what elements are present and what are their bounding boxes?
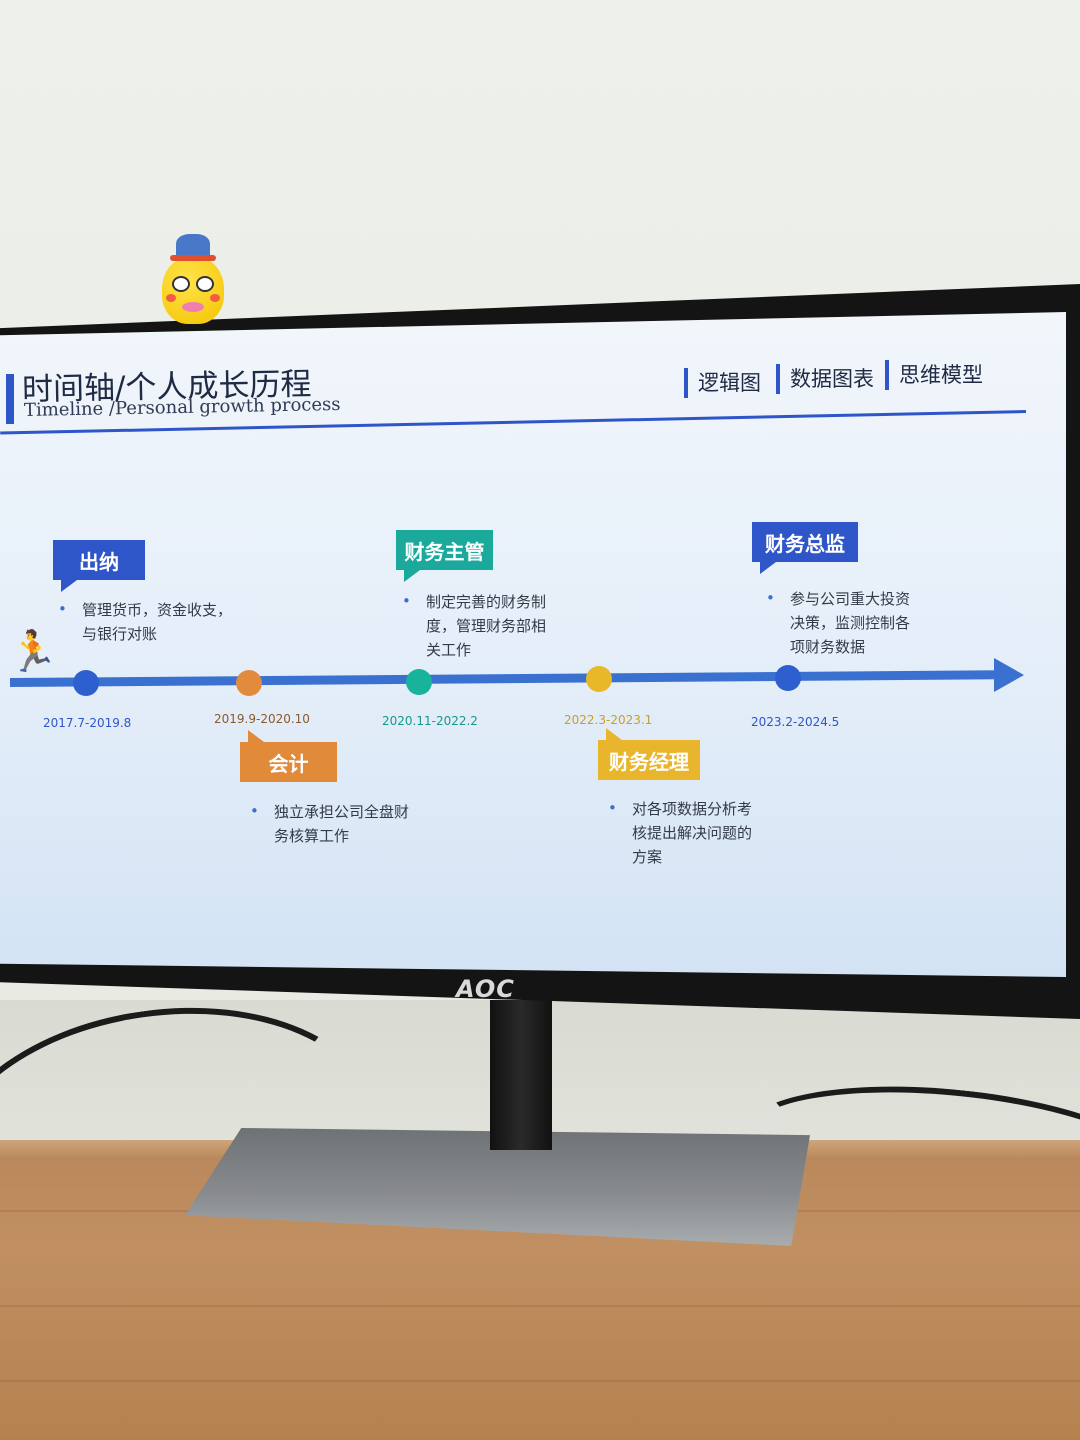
toy-cheek-left xyxy=(166,294,176,302)
toy-mouth xyxy=(182,302,204,312)
milestone-date: 2020.11-2022.2 xyxy=(382,714,478,728)
tag-data-chart: 数据图表 xyxy=(776,364,874,394)
monitor-screen: 时间轴/个人成长历程 Timeline /Personal growth pro… xyxy=(0,312,1066,977)
milestone-date: 2019.9-2020.10 xyxy=(214,712,310,726)
milestone-title-box: 财务总监 xyxy=(752,522,858,574)
toy-hat xyxy=(170,234,216,261)
description-line: 度，管理财务部相 xyxy=(426,617,547,635)
bullet-icon: • xyxy=(608,799,617,817)
description-line: 对各项数据分析考 xyxy=(632,800,753,818)
milestone-dot xyxy=(73,670,99,696)
runner-icon: 🏃 xyxy=(8,629,58,675)
milestone-dot xyxy=(775,665,801,691)
toy-eye-right xyxy=(196,276,214,292)
bullet-icon: • xyxy=(58,600,67,618)
milestone-title-box: 出纳 xyxy=(53,540,145,592)
description-line: 与银行对账 xyxy=(82,625,158,643)
bullet-icon: • xyxy=(766,589,775,607)
timeline-axis xyxy=(9,670,999,687)
milestone-dot xyxy=(236,670,262,696)
milestone-title-box: 会计 xyxy=(240,730,337,782)
toy-cheek-right xyxy=(210,294,220,302)
monitor-brand-logo: AOC xyxy=(456,975,515,1003)
milestone-date: 2023.2-2024.5 xyxy=(751,715,840,729)
bullet-icon: • xyxy=(250,802,259,820)
tag-logic-diagram: 逻辑图 xyxy=(684,368,761,398)
milestone-description: • 管理货币，资金收支， 与银行对账 xyxy=(58,598,233,646)
title-accent-bar xyxy=(6,374,14,424)
description-line: 项财务数据 xyxy=(790,638,866,656)
toy-eye-left xyxy=(172,276,190,292)
bullet-icon: • xyxy=(402,592,411,610)
description-line: 方案 xyxy=(632,848,663,866)
monitor-stand-neck xyxy=(490,1000,552,1150)
toy-figure xyxy=(162,234,224,324)
description-line: 关工作 xyxy=(426,641,472,659)
milestone-date: 2022.3-2023.1 xyxy=(564,713,653,727)
milestone-description: • 制定完善的财务制度，管理财务部相关工作 xyxy=(402,590,547,662)
milestone-dot xyxy=(586,666,612,692)
milestone-dot xyxy=(406,669,432,695)
tag-thinking-model: 思维模型 xyxy=(885,360,983,390)
description-line: 务核算工作 xyxy=(274,827,350,845)
description-line: 核提出解决问题的 xyxy=(632,824,753,842)
milestone-description: • 独立承担公司全盘财务核算工作 xyxy=(250,800,410,848)
description-line: 独立承担公司全盘财 xyxy=(274,803,410,821)
milestone-title-box: 财务经理 xyxy=(598,728,700,780)
milestone-date: 2017.7-2019.8 xyxy=(43,716,132,730)
description-line: 制定完善的财务制 xyxy=(426,593,547,611)
description-line: 参与公司重大投资 xyxy=(790,590,911,608)
milestone-description: • 参与公司重大投资决策，监测控制各项财务数据 xyxy=(766,587,911,659)
milestone-title-box: 财务主管 xyxy=(396,530,493,582)
description-line: 决策，监测控制各 xyxy=(790,614,911,632)
description-line: 管理货币，资金收支， xyxy=(82,601,233,619)
milestone-description: • 对各项数据分析考核提出解决问题的方案 xyxy=(608,797,753,869)
timeline-arrow-icon xyxy=(994,658,1024,692)
